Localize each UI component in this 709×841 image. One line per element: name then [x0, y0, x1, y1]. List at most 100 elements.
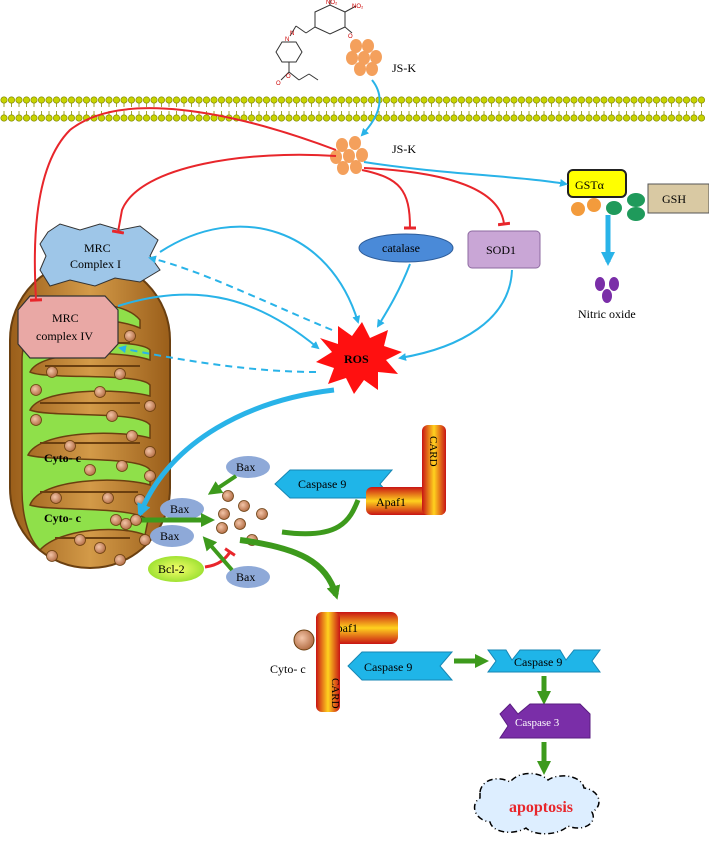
- lipid-head: [68, 96, 76, 104]
- gsh-label: GSH: [662, 192, 686, 206]
- lipid-head: [435, 96, 443, 104]
- cytochrome-c-bead: [114, 368, 126, 380]
- lipid-head: [285, 96, 293, 104]
- apoptosis-cloud: apoptosis: [473, 772, 600, 835]
- lipid-head: [233, 96, 241, 104]
- ros-label: ROS: [344, 352, 369, 366]
- lipid-head: [315, 96, 323, 104]
- lipid-head: [675, 96, 683, 104]
- lipid-head: [255, 114, 263, 122]
- lipid-head: [645, 114, 653, 122]
- cytochrome-c-bead: [74, 534, 86, 546]
- lipid-head: [517, 96, 525, 104]
- lipid-head: [240, 96, 248, 104]
- lipid-head: [480, 96, 488, 104]
- lipid-head: [682, 96, 690, 104]
- lipid-head: [292, 114, 300, 122]
- cytochrome-c-bead: [94, 386, 106, 398]
- lipid-head: [60, 114, 68, 122]
- lipid-head: [592, 96, 600, 104]
- lipid-head: [45, 114, 53, 122]
- cytochrome-c-bead: [64, 440, 76, 452]
- bcl-2-label: Bcl-2: [158, 562, 185, 576]
- lipid-head: [158, 114, 166, 122]
- lipid-head: [487, 114, 495, 122]
- cytochrome-c-bead: [46, 550, 58, 562]
- svg-text:N: N: [290, 31, 294, 37]
- bax-2-label: Bax: [170, 502, 189, 516]
- lipid-head: [622, 96, 630, 104]
- lipid-head: [532, 96, 540, 104]
- lipid-head: [22, 96, 30, 104]
- bax-4: Bax: [226, 566, 270, 588]
- lipid-head: [577, 96, 585, 104]
- lipid-head: [645, 96, 653, 104]
- nitric-oxide-label: Nitric oxide: [578, 307, 636, 321]
- mrc-complex-i: MRC Complex I: [39, 223, 161, 287]
- lipid-head: [248, 114, 256, 122]
- lipid-head: [562, 96, 570, 104]
- gst-alpha-complex: GSTα GSH: [567, 169, 709, 221]
- lipid-head: [52, 114, 60, 122]
- inhibit-sod1: [363, 167, 511, 227]
- lipid-head: [600, 96, 608, 104]
- lipid-head: [525, 114, 533, 122]
- lipid-head: [622, 114, 630, 122]
- arrow-ros-to-mrc-iv: [118, 345, 317, 373]
- cytochrome-c-bead: [102, 492, 114, 504]
- lipid-head: [637, 114, 645, 122]
- lipid-head: [382, 114, 390, 122]
- cyto-c-label-3: Cyto- c: [270, 662, 306, 676]
- lipid-head: [143, 114, 151, 122]
- lipid-head: [98, 96, 106, 104]
- apaf1-label-1: Apaf1: [376, 495, 406, 509]
- bax-3-label: Bax: [160, 529, 179, 543]
- lipid-head: [83, 96, 91, 104]
- cytochrome-c-bead: [144, 470, 156, 482]
- apoptosome: Apaf1 CARD Cyto- c Caspase 9: [270, 612, 454, 712]
- lipid-head: [367, 96, 375, 104]
- apoptosis-label: apoptosis: [509, 799, 573, 816]
- lipid-head: [472, 114, 480, 122]
- lipid-head: [135, 96, 143, 104]
- lipid-head: [570, 96, 578, 104]
- lipid-head: [15, 114, 23, 122]
- lipid-head: [180, 96, 188, 104]
- lipid-head: [52, 96, 60, 104]
- lipid-head: [690, 96, 698, 104]
- lipid-head: [188, 96, 196, 104]
- bax-4-label: Bax: [236, 570, 255, 584]
- gst-alpha-label: GSTα: [575, 178, 605, 192]
- js-k-intracellular-cluster: [330, 136, 368, 175]
- lipid-head: [120, 96, 128, 104]
- lipid-head: [660, 114, 668, 122]
- svg-text:NO₂: NO₂: [352, 4, 364, 10]
- inhibition-lines: [29, 107, 511, 302]
- lipid-head: [615, 114, 623, 122]
- lipid-head: [630, 114, 638, 122]
- lipid-head: [113, 114, 121, 122]
- lipid-head: [412, 114, 420, 122]
- lipid-head: [180, 114, 188, 122]
- cytochrome-c-bead: [144, 446, 156, 458]
- lipid-head: [405, 96, 413, 104]
- lipid-head: [547, 96, 555, 104]
- lipid-head: [37, 114, 45, 122]
- bax-3: Bax: [150, 525, 194, 547]
- arrow-mrc-iv-to-ros: [117, 293, 320, 350]
- lipid-head: [307, 96, 315, 104]
- lipid-head: [248, 96, 256, 104]
- lipid-head: [135, 114, 143, 122]
- arrow-js-k-to-gst: [363, 161, 568, 187]
- cytochrome-c-bead: [84, 464, 96, 476]
- released-cytochrome-c-bead: [222, 490, 234, 502]
- lipid-head: [68, 114, 76, 122]
- cyto-c-label-1: Cyto- c: [44, 451, 82, 465]
- caspase-9-label-2: Caspase 9: [364, 660, 412, 674]
- lipid-head: [465, 114, 473, 122]
- ros-arrows: [117, 225, 513, 373]
- lipid-head: [8, 96, 16, 104]
- inhibit-mrc-iv: [29, 107, 337, 302]
- lipid-head: [397, 114, 405, 122]
- lipid-head: [510, 96, 518, 104]
